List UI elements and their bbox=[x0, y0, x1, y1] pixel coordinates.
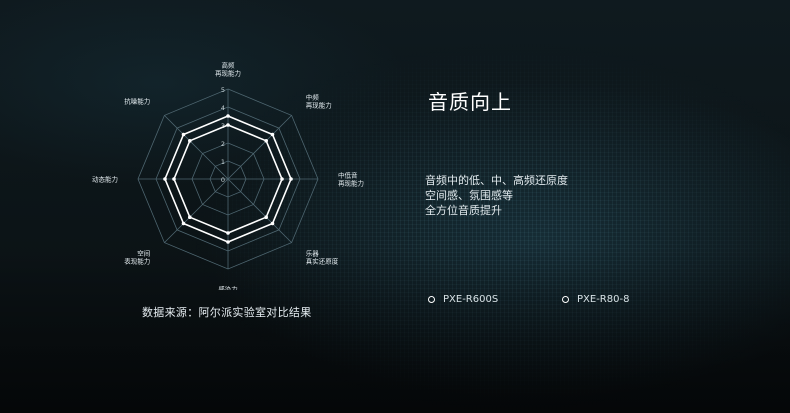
radar-axis-label-line: 表现能力 bbox=[124, 256, 150, 265]
legend-label: PXE-R80-8 bbox=[577, 294, 630, 305]
legend-item-series-2: PXE-R80-8 bbox=[562, 294, 629, 305]
radar-axis-label-line: 乐器 bbox=[306, 248, 320, 257]
description-line: 全方位音质提升 bbox=[425, 204, 502, 217]
radar-data-point bbox=[181, 221, 186, 226]
radar-axis-label: 中低音再现能力 bbox=[338, 171, 364, 188]
radar-data-point bbox=[226, 114, 230, 118]
radar-axis-label: 中频再现能力 bbox=[306, 93, 332, 110]
legend-item-series-1: PXE-R600S bbox=[428, 294, 498, 305]
radar-axis-label-line: 再现能力 bbox=[306, 101, 332, 110]
radar-axis-label: 感染力 bbox=[218, 285, 238, 291]
radar-data-point bbox=[264, 139, 268, 143]
chart-legend: PXE-R600S PXE-R80-8 bbox=[428, 294, 668, 310]
radar-spoke bbox=[164, 115, 229, 180]
radar-tick-label: 5 bbox=[221, 86, 225, 94]
description: 音频中的低、中、高频还原度 空间感、氛围感等 全方位音质提升 bbox=[425, 173, 568, 218]
radar-data-point bbox=[188, 215, 192, 219]
radar-data-point bbox=[270, 132, 275, 137]
radar-data-point bbox=[280, 177, 284, 181]
radar-spoke bbox=[227, 115, 292, 180]
radar-axis-label: 高频再现能力 bbox=[215, 61, 241, 78]
radar-data-point bbox=[264, 215, 268, 219]
data-source-note: 数据来源：阿尔派实验室对比结果 bbox=[142, 306, 312, 319]
radar-tick-label: 1 bbox=[221, 158, 225, 166]
radar-axis-label: 抗噪能力 bbox=[124, 97, 150, 106]
radar-axis-label-line: 动态能力 bbox=[92, 175, 118, 184]
radar-data-point bbox=[226, 240, 230, 244]
radar-tick-label: 0 bbox=[221, 176, 225, 184]
radar-data-point bbox=[163, 177, 167, 181]
radar-spoke bbox=[164, 178, 229, 243]
radar-axis-label-line: 抗噪能力 bbox=[124, 97, 150, 106]
description-line: 空间感、氛围感等 bbox=[425, 189, 513, 202]
description-line: 音频中的低、中、高频还原度 bbox=[425, 174, 568, 187]
legend-circle-icon bbox=[428, 296, 435, 303]
radar-data-point bbox=[226, 123, 230, 127]
radar-data-point bbox=[226, 231, 230, 235]
radar-data-point bbox=[181, 132, 186, 137]
radar-tick-label: 4 bbox=[221, 104, 225, 112]
radar-data-point bbox=[289, 177, 293, 181]
radar-axis-label-line: 空间 bbox=[137, 248, 150, 257]
radar-data-point bbox=[270, 221, 275, 226]
radar-axis-label-line: 感染力 bbox=[218, 285, 238, 291]
radar-axis-label-line: 中频 bbox=[306, 93, 320, 102]
radar-axis-label: 动态能力 bbox=[92, 175, 118, 184]
radar-axis-label-line: 再现能力 bbox=[338, 179, 364, 188]
legend-label: PXE-R600S bbox=[443, 294, 499, 305]
section-title: 音质向上 bbox=[428, 90, 512, 114]
radar-tick-label: 2 bbox=[221, 140, 225, 148]
radar-spoke bbox=[227, 178, 292, 243]
radar-data-point bbox=[172, 177, 176, 181]
radar-axis-label-line: 中低音 bbox=[338, 171, 358, 180]
radar-axis-label: 空间表现能力 bbox=[124, 248, 150, 265]
radar-tick-label: 3 bbox=[221, 122, 225, 130]
radar-axis-label-line: 再现能力 bbox=[215, 69, 241, 78]
radar-chart: 012345高频再现能力中频再现能力中低音再现能力乐器真实还原度感染力空间表现能… bbox=[92, 61, 364, 291]
radar-axis-label-line: 高频 bbox=[222, 61, 236, 70]
radar-data-point bbox=[188, 139, 192, 143]
legend-circle-icon bbox=[562, 296, 569, 303]
radar-axis-label: 乐器真实还原度 bbox=[306, 248, 339, 265]
radar-axis-label-line: 真实还原度 bbox=[306, 256, 339, 265]
